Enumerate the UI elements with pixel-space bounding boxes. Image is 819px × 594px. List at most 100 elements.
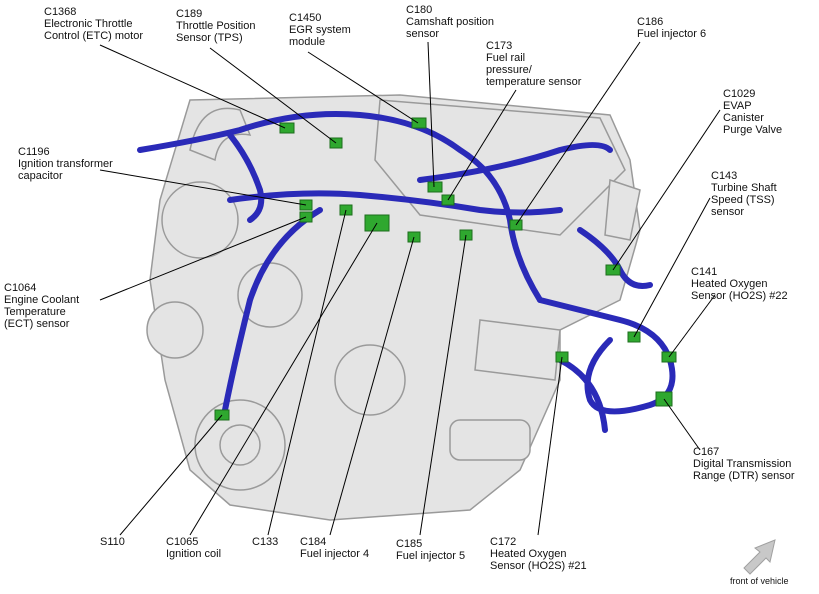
label-c143-line3: Speed (TSS) (711, 194, 775, 206)
label-c1196: C1196 Ignition transformer capacitor (18, 146, 113, 182)
label-c1029: C1029 EVAP Canister Purge Valve (723, 88, 782, 136)
leader-c186 (515, 41, 641, 226)
label-c1450-line2: EGR system (289, 24, 351, 36)
label-c1196-line2: Ignition transformer (18, 158, 113, 170)
connector-c1450 (411, 117, 427, 129)
leader-c1064 (99, 216, 307, 301)
label-c172-line3: Sensor (HO2S) #21 (490, 560, 587, 572)
leader-c172 (537, 356, 563, 536)
label-c141-line2: Heated Oxygen (691, 278, 768, 290)
label-c173-line4: temperature sensor (486, 76, 582, 88)
label-c185-code: C185 (396, 538, 423, 550)
label-c1450-line3: module (289, 36, 326, 48)
label-c186-line2: Fuel injector 6 (637, 28, 707, 40)
label-c184: C184 Fuel injector 4 (300, 536, 369, 560)
leader-c189 (209, 47, 337, 144)
label-c1065-line2: Ignition coil (166, 548, 222, 560)
label-c185: C185 Fuel injector 5 (396, 538, 465, 562)
label-c1064-code: C1064 (4, 282, 37, 294)
label-c184-code: C184 (300, 536, 327, 548)
connector-c180 (427, 181, 443, 193)
leader-c167 (663, 398, 701, 451)
leader-c141 (668, 294, 716, 358)
label-c173-code: C173 (486, 40, 513, 52)
front-of-vehicle-text: front of vehicle (730, 576, 789, 586)
label-c133-code: C133 (252, 536, 279, 548)
leader-c1065 (189, 222, 378, 536)
harness-lower (557, 357, 608, 433)
leader-c1368 (99, 44, 286, 129)
label-c141-line3: Sensor (HO2S) #22 (691, 290, 788, 302)
label-c172-code: C172 (490, 536, 517, 548)
label-c167-line3: Range (DTR) sensor (693, 470, 795, 482)
label-c189-line2: Throttle Position (176, 20, 256, 32)
label-c1065-code: C1065 (166, 536, 199, 548)
starter (449, 419, 531, 461)
label-s110: S110 (100, 536, 125, 548)
label-c1064-line2: Engine Coolant (4, 294, 80, 306)
harness-upper-left (227, 132, 265, 223)
label-c173: C173 Fuel rail pressure/ temperature sen… (486, 40, 581, 88)
label-c1450: C1450 EGR system module (289, 12, 351, 48)
label-c1064: C1064 Engine Coolant Temperature (ECT) s… (4, 282, 79, 330)
label-c172-line2: Heated Oxygen (490, 548, 567, 560)
label-c189: C189 Throttle Position Sensor (TPS) (176, 8, 255, 44)
idler-pulley (146, 301, 204, 359)
label-c173-line3: pressure/ (486, 64, 532, 76)
label-c1368-line3: Control (ETC) motor (44, 30, 144, 42)
label-c180-line3: sensor (406, 28, 440, 40)
leader-c180 (427, 41, 435, 188)
label-c1029-line4: Purge Valve (723, 124, 783, 136)
label-c1196-code: C1196 (18, 146, 50, 158)
leader-c185 (419, 234, 467, 536)
label-c184-line2: Fuel injector 4 (300, 548, 370, 560)
label-c143-code: C143 (711, 170, 738, 182)
harness-transmission (537, 297, 676, 415)
label-c1196-line3: capacitor (18, 170, 63, 182)
label-c167-line2: Digital Transmission (693, 458, 792, 470)
ac-compressor (334, 344, 406, 416)
label-c189-code: C189 (176, 8, 203, 20)
label-c185-line2: Fuel injector 5 (396, 550, 466, 562)
leader-c143 (633, 197, 711, 338)
label-c1029-line2: EVAP (723, 100, 752, 112)
label-c141-code: C141 (691, 266, 718, 278)
label-c133: C133 (252, 536, 278, 548)
label-c1064-line3: Temperature (4, 306, 66, 318)
label-c1029-line3: Canister (723, 112, 764, 124)
label-c143: C143 Turbine Shaft Speed (TSS) sensor (711, 170, 777, 218)
label-c141: C141 Heated Oxygen Sensor (HO2S) #22 (691, 266, 788, 302)
front-of-vehicle-label: front of vehicle (730, 575, 789, 587)
label-c173-line2: Fuel rail (486, 52, 526, 64)
leader-c1029 (612, 109, 721, 271)
alternator-pulley (161, 181, 239, 259)
engine-mount (604, 178, 641, 241)
label-c180-line2: Camshaft position (406, 16, 495, 28)
leader-c184 (329, 236, 415, 536)
leader-c1450 (307, 51, 419, 124)
pulley-inner (219, 424, 261, 466)
label-c1368: C1368 Electronic Throttle Control (ETC) … (44, 6, 143, 42)
front-of-vehicle-arrow-icon (743, 539, 776, 575)
label-c180: C180 Camshaft position sensor (406, 4, 494, 40)
label-c172: C172 Heated Oxygen Sensor (HO2S) #21 (490, 536, 587, 572)
label-c1450-code: C1450 (289, 12, 322, 24)
label-c167: C167 Digital Transmission Range (DTR) se… (693, 446, 794, 482)
label-c189-line3: Sensor (TPS) (176, 32, 243, 44)
leader-lines (99, 41, 721, 536)
label-c186: C186 Fuel injector 6 (637, 16, 706, 40)
harness-mid (227, 190, 563, 216)
label-c1065: C1065 Ignition coil (166, 536, 221, 560)
label-c143-line2: Turbine Shaft (711, 182, 777, 194)
connector-c1368 (279, 122, 295, 134)
label-c167-code: C167 (693, 446, 720, 458)
engine-illustration (146, 94, 641, 521)
leader-c173 (447, 89, 517, 201)
exhaust-manifold (474, 319, 561, 381)
harness-left-drop (222, 207, 323, 413)
label-c1064-line4: (ECT) sensor (4, 318, 70, 330)
leader-c133 (267, 209, 347, 536)
label-c186-code: C186 (637, 16, 664, 28)
